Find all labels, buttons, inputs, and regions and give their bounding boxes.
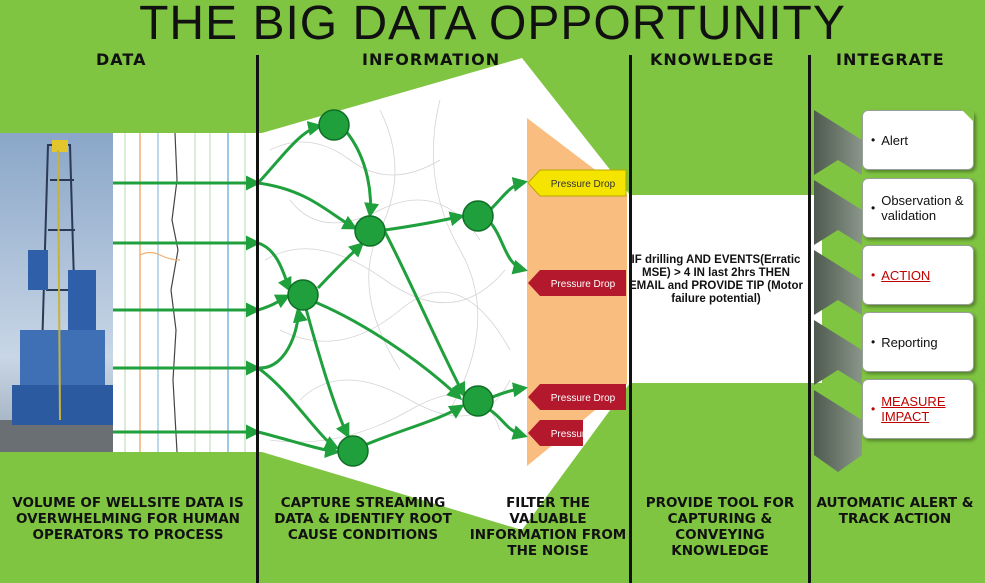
flag-pressure-drop: Pressure Drop: [528, 169, 627, 197]
column-heading-information: INFORMATION: [362, 50, 501, 69]
node: [462, 385, 494, 417]
caption-filter: FILTER THE VALUABLE INFORMATION FROM THE…: [469, 495, 627, 559]
knowledge-rule: IF drilling AND EVENTS(Erratic MSE) > 4 …: [629, 254, 803, 305]
bullet-icon: •: [871, 268, 876, 282]
node: [462, 200, 494, 232]
caption-data: VOLUME OF WELLSITE DATA IS OVERWHELMING …: [12, 495, 244, 543]
column-heading-data: DATA: [96, 50, 147, 69]
bullet-icon: •: [871, 335, 876, 349]
node: [287, 279, 319, 311]
node: [337, 435, 369, 467]
step-label: Reporting: [881, 334, 938, 350]
bullet-icon: •: [871, 201, 876, 215]
process-chevrons: [814, 110, 862, 472]
flag-label: Pressure Drop: [551, 179, 616, 190]
flag-label: Pressure Drop: [551, 429, 588, 440]
step-label: Observation & validation: [881, 193, 964, 223]
step-link-action[interactable]: ACTION: [881, 267, 931, 283]
node: [354, 215, 386, 247]
rig-photo: [0, 133, 113, 452]
caption-capture: CAPTURE STREAMING DATA & IDENTIFY ROOT C…: [274, 495, 452, 543]
flag-pressure-drop: Pressure Drop: [528, 420, 588, 446]
step-observation: • Observation & validation: [862, 178, 974, 238]
caption-integrate: AUTOMATIC ALERT & TRACK ACTION: [816, 495, 974, 527]
step-label: Alert: [881, 132, 908, 148]
step-reporting: • Reporting: [862, 312, 974, 372]
nodes: [287, 109, 494, 467]
step-action[interactable]: • ACTION: [862, 245, 974, 305]
flag-pressure-drop: Pressure Drop: [528, 270, 626, 296]
step-alert: • Alert: [862, 110, 974, 170]
flag-label: Pressure Drop: [551, 279, 616, 290]
column-heading-knowledge: KNOWLEDGE: [650, 50, 775, 69]
slide-title: THE BIG DATA OPPORTUNITY: [139, 0, 846, 50]
log-tracks: [113, 132, 262, 453]
bullet-icon: •: [871, 402, 876, 416]
flag-pressure-drop: Pressure Drop: [528, 384, 626, 410]
column-divider: [808, 55, 811, 583]
column-divider: [629, 55, 632, 583]
caption-knowledge: PROVIDE TOOL FOR CAPTURING & CONVEYING K…: [645, 495, 795, 559]
flow-arrows: [113, 121, 528, 459]
bullet-icon: •: [871, 133, 876, 147]
step-measure-impact[interactable]: • MEASURE IMPACT: [862, 379, 974, 439]
folded-corner: [962, 110, 974, 122]
node: [318, 109, 350, 141]
column-heading-integrate: INTEGRATE: [836, 50, 945, 69]
flag-label: Pressure Drop: [551, 393, 616, 404]
column-divider: [256, 55, 259, 583]
step-link-measure-impact[interactable]: MEASURE IMPACT: [881, 394, 946, 424]
